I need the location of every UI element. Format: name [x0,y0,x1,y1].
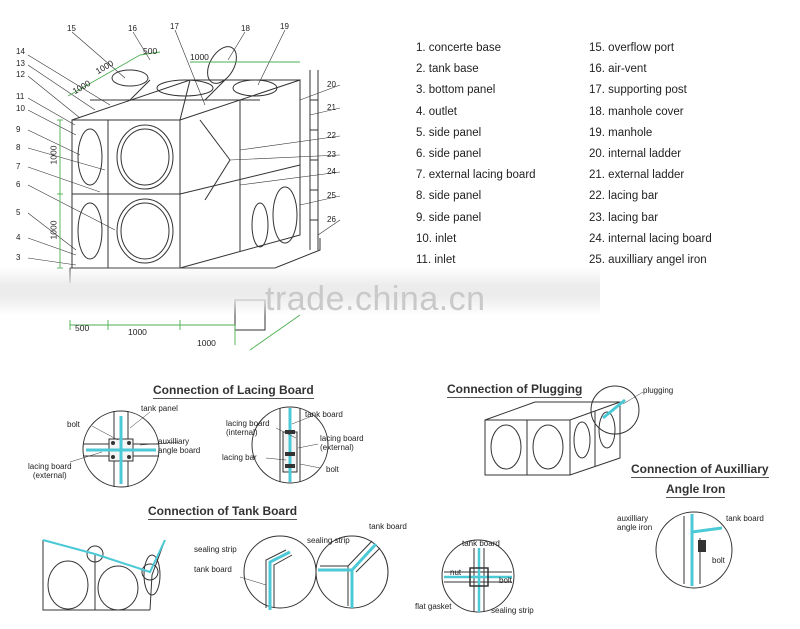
dimension-bottom-c: 1000 [197,338,216,348]
callout-12: 12 [16,70,25,79]
part-item: 19. manhole [589,126,653,139]
part-item: 17. supporting post [589,84,687,97]
part-item: 23. lacing bar [589,211,659,224]
callout-3: 3 [16,253,21,262]
callout-13: 13 [16,59,25,68]
label-plugging: plugging [643,386,674,395]
part-item: 1. concerte base [416,42,502,54]
plugging-drawing [484,385,644,476]
label-lacing-board-internal: lacing board (internal) [226,419,270,437]
label-bolt-2: bolt [326,465,339,474]
label-bolt-angle: bolt [712,556,725,565]
callout-9: 9 [16,125,21,134]
part-item: 25. auxilliary angel iron [589,254,707,267]
callout-4: 4 [16,233,21,242]
lacing-board-leaders-1 [69,411,179,463]
part-item: 15. overflow port [589,42,675,54]
part-item: 20. internal ladder [589,148,682,161]
part-item: 24. internal lacing board [589,232,712,245]
part-item: 9. side panel [416,211,482,224]
callout-25: 25 [327,191,336,200]
lacing-board-leaders-2 [265,415,321,469]
label-tank-board: tank board [305,410,343,419]
label-tank-board-angle: tank board [726,514,764,523]
label-lacing-board-external-2: lacing board (external) [320,434,364,452]
part-item: 16. air-vent [589,63,647,76]
parts-list-left: 1. concerte base 2. tank base 3. bottom … [416,38,536,271]
part-item: 21. external ladder [589,169,685,182]
label-bolt-detail: bolt [499,576,512,585]
callout-20: 20 [327,80,336,89]
callout-17: 17 [170,22,179,31]
part-item: 4. outlet [416,105,457,118]
part-item: 11. inlet [416,254,456,267]
callout-14: 14 [16,47,25,56]
callout-24: 24 [327,167,336,176]
bolt-detail-drawing [441,539,515,613]
callout-23: 23 [327,150,336,159]
label-auxilliary-angle-board: auxilliary angle board [158,437,201,455]
dimension-top-c: 500 [143,46,158,56]
label-sealing-strip: sealing strip [194,545,237,554]
tank-board-detail-1 [239,535,317,610]
part-item: 18. manhole cover [589,105,684,118]
part-item: 10. inlet [416,232,457,245]
label-lacing-board-external: lacing board (external) [28,462,72,480]
main-tank-drawing [27,29,341,351]
parts-list-right: 15. overflow port 16. air-vent 17. suppo… [589,38,712,271]
part-item: 3. bottom panel [416,84,496,97]
callout-5: 5 [16,208,21,217]
label-nut: nut [450,568,462,577]
part-item: 8. side panel [416,190,482,203]
callout-21: 21 [327,103,336,112]
watermark: trade.china.cn [265,280,486,318]
dimension-bottom-b: 1000 [128,327,147,337]
blur-band [0,266,600,316]
callout-8: 8 [16,143,21,152]
callout-16: 16 [128,24,137,33]
plugging-title: Connection of Plugging [447,382,583,398]
callout-6: 6 [16,180,21,189]
tank-board-title: Connection of Tank Board [148,504,298,520]
tank-board-detail-2 [315,535,389,609]
part-item: 2. tank base [416,63,479,76]
part-item: 6. side panel [416,148,482,161]
label-tank-panel: tank panel [141,404,178,413]
label-bolt: bolt [67,420,80,429]
label-tank-board-bolt: tank board [462,539,500,548]
angle-iron-title-2: Angle Iron [666,482,726,498]
callout-15: 15 [67,24,76,33]
label-flat-gasket: flat gasket [415,602,452,611]
part-item: 22. lacing bar [589,190,659,203]
part-item: 7. external lacing board [416,169,536,182]
callout-10: 10 [16,104,25,113]
label-lacing-bar: lacing bar [222,453,257,462]
label-sealing-strip-2: sealing strip [307,536,350,545]
angle-iron-title-1: Connection of Auxilliary [631,462,769,478]
tank-board-drawing [42,539,166,611]
dimension-bottom-a: 500 [75,323,90,333]
label-tank-board-b: tank board [369,522,407,531]
callout-19: 19 [280,22,289,31]
angle-iron-drawing [655,511,733,589]
dimension-left-b: 1000 [48,220,59,240]
label-auxilliary-angle-iron: auxilliary angle iron [617,514,653,532]
part-item: 5. side panel [416,126,482,139]
callout-18: 18 [241,24,250,33]
callout-26: 26 [327,215,336,224]
callout-7: 7 [16,162,21,171]
lacing-board-title: Connection of Lacing Board [153,383,314,399]
label-tank-board-a: tank board [194,565,232,574]
label-sealing-strip-bolt: sealing strip [491,606,534,615]
callout-22: 22 [327,131,336,140]
lacing-board-detail-2 [251,406,329,484]
dimension-left-a: 1000 [48,145,59,165]
callout-11: 11 [16,92,25,101]
lacing-board-detail-1 [82,410,160,488]
dimension-top-d: 1000 [190,52,209,62]
